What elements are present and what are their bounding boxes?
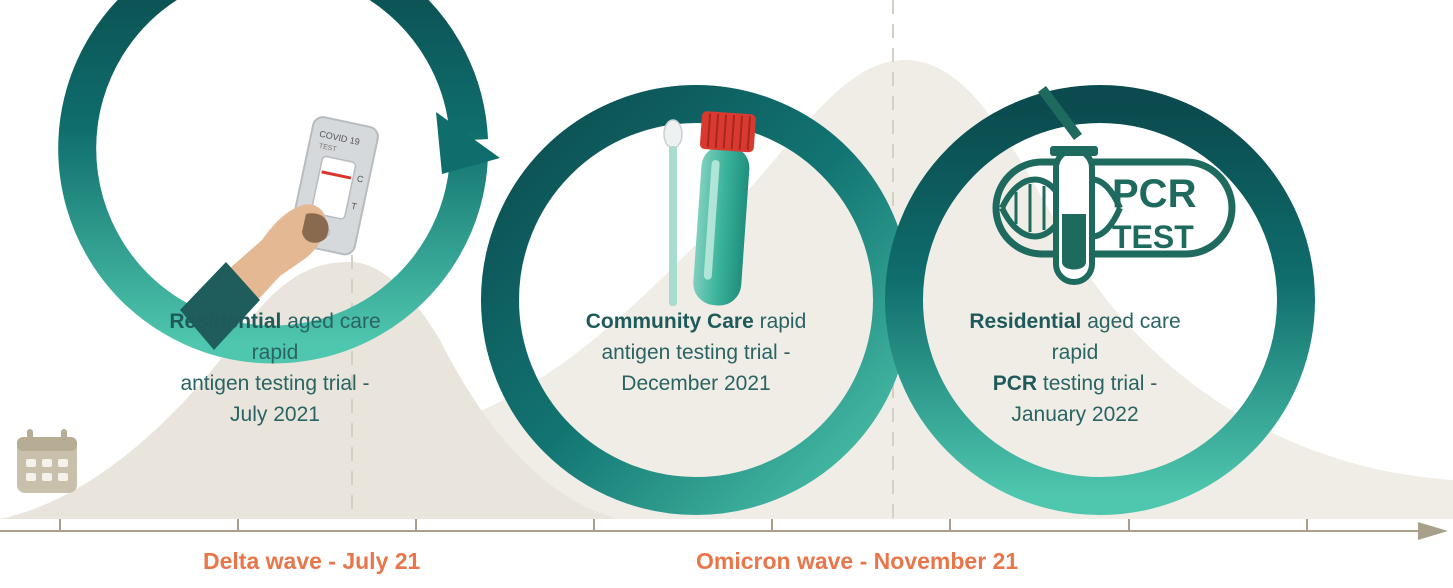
time-axis-arrow xyxy=(1418,522,1448,540)
swab-tube-icon xyxy=(663,111,756,306)
axis-ticks xyxy=(59,519,1308,531)
pcr-test-icon: PCR TEST xyxy=(992,86,1236,285)
trial-3-caption: Residential aged care rapid PCR testing … xyxy=(969,310,1181,426)
svg-text:C: C xyxy=(356,173,365,184)
trial-1-caption: Residential aged care rapid antigen test… xyxy=(169,310,381,426)
trial-3-bold-lead: PCR xyxy=(992,372,1038,395)
svg-text:TEST: TEST xyxy=(318,143,338,154)
trial-2-bold-lead: Community Care xyxy=(585,310,754,333)
ring-1-arrowhead xyxy=(436,112,500,174)
delta-wave-label: Delta wave - July 21 xyxy=(203,548,421,574)
svg-text:TEST: TEST xyxy=(1112,219,1194,255)
delta-wave-curve xyxy=(0,262,620,519)
trial-1-bold-lead: Residential xyxy=(169,310,282,333)
omicron-wave-label: Omicron wave - November 21 xyxy=(696,548,1019,574)
trial-3-residential: Residential xyxy=(969,310,1082,333)
trial-2-caption: Community Care rapid antigen testing tri… xyxy=(585,310,807,395)
svg-text:PCR: PCR xyxy=(1112,172,1197,216)
ring-trial-1 xyxy=(58,0,500,364)
svg-text:T: T xyxy=(350,201,358,212)
rapid-antigen-test-icon: COVID 19 TEST C T xyxy=(180,116,379,350)
ring-trial-3 xyxy=(885,85,1315,515)
calendar-icon xyxy=(17,429,77,493)
